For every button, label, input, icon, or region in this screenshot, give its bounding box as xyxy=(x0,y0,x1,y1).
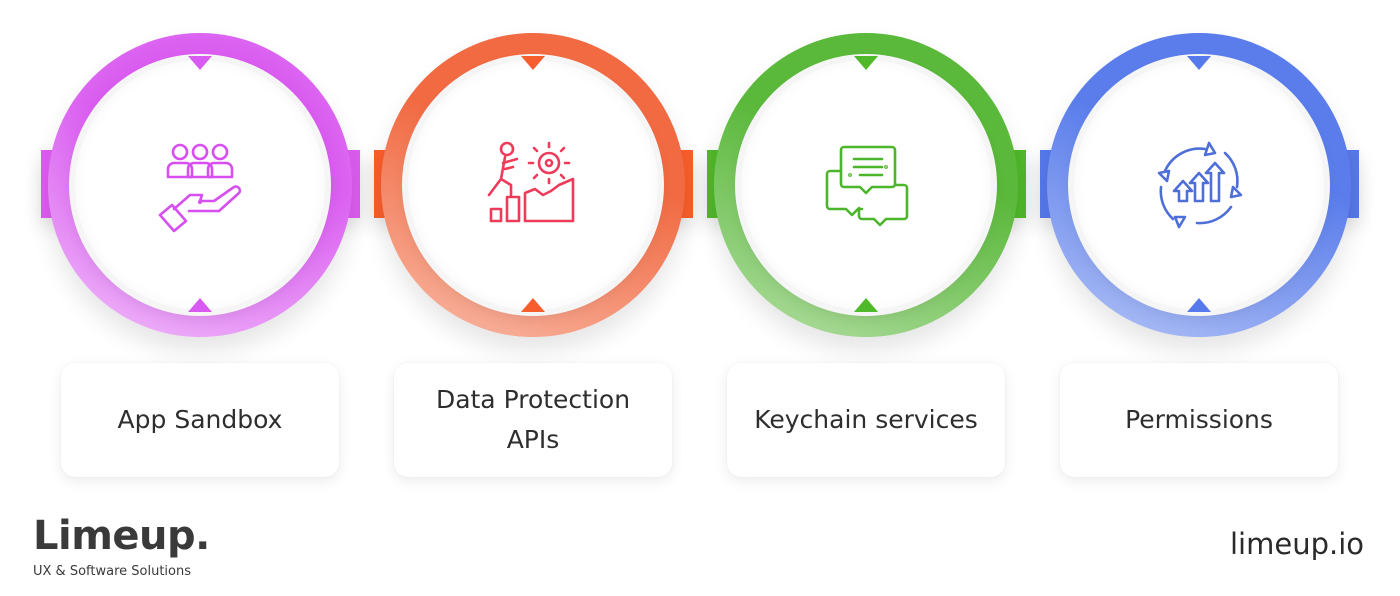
ring-notch-bottom xyxy=(854,298,878,312)
growth-cycle-arrows-icon xyxy=(1149,135,1249,235)
chat-bubbles-icon xyxy=(816,135,916,235)
website-url: limeup.io xyxy=(1229,527,1364,561)
ring-notch-bottom xyxy=(188,298,212,312)
ring-notch-bottom xyxy=(521,298,545,312)
step-label: App Sandbox xyxy=(117,405,283,434)
inner-circle xyxy=(408,60,658,310)
step-keychain-services: Keychain services xyxy=(699,0,1033,480)
step-app-sandbox: App Sandbox xyxy=(33,0,367,480)
step-label-card: Permissions xyxy=(1060,363,1338,477)
person-climbing-to-gear-icon xyxy=(483,135,583,235)
step-permissions: Permissions xyxy=(1032,0,1366,480)
brand-name: Limeup. xyxy=(33,513,210,559)
inner-circle xyxy=(741,60,991,310)
ring-notch-top xyxy=(854,56,878,70)
step-label: Permissions xyxy=(1125,405,1273,434)
step-label-card: Keychain services xyxy=(727,363,1005,477)
step-label: Data Protection APIs xyxy=(435,385,631,454)
step-data-protection-apis: Data Protection APIs xyxy=(366,0,700,480)
ring-notch-top xyxy=(188,56,212,70)
brand-logo: Limeup. UX & Software Solutions xyxy=(33,514,210,579)
ring-notch-top xyxy=(1187,56,1211,70)
step-label-card: Data Protection APIs xyxy=(394,363,672,477)
ring-notch-top xyxy=(521,56,545,70)
ring-notch-bottom xyxy=(1187,298,1211,312)
hand-holding-people-icon xyxy=(150,135,250,235)
step-label: Keychain services xyxy=(754,405,978,434)
step-label-card: App Sandbox xyxy=(61,363,339,477)
brand-tagline: UX & Software Solutions xyxy=(33,564,191,579)
inner-circle xyxy=(75,60,325,310)
inner-circle xyxy=(1074,60,1324,310)
